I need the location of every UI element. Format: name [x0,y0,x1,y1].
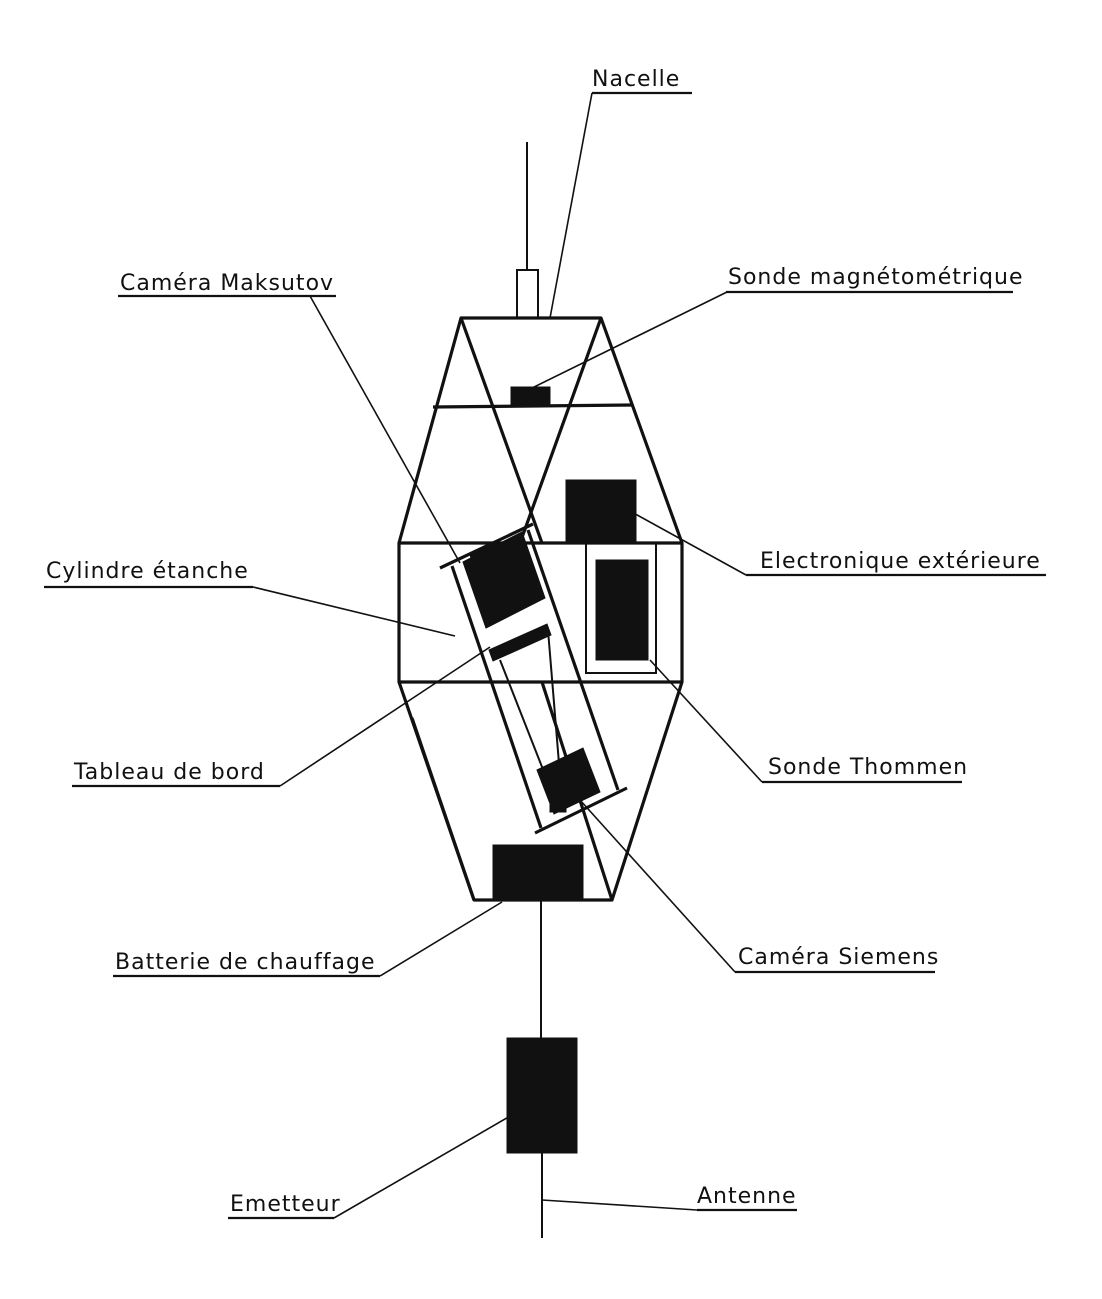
batterie-de-chauffage-block [492,844,584,901]
label-sonde-magnetometrique: Sonde magnétométrique [726,265,1024,294]
label-sonde-thommen: Sonde Thommen [762,755,968,784]
label-nacelle-text: Nacelle [592,67,680,92]
label-electronique-exterieure-text: Electronique extérieure [760,549,1041,574]
emetteur-block [506,1037,578,1154]
top-mast [516,142,539,319]
label-camera-siemens: Caméra Siemens [735,945,939,974]
label-cylindre-etanche-text: Cylindre étanche [46,559,249,584]
label-camera-maksutov: Caméra Maksutov [118,271,336,298]
label-camera-siemens-text: Caméra Siemens [738,945,939,970]
label-emetteur: Emetteur [228,1192,341,1220]
label-batterie-de-chauffage-text: Batterie de chauffage [115,950,375,975]
sonde-thommen-block [585,542,657,674]
label-sonde-thommen-text: Sonde Thommen [768,755,968,780]
cylindre-etanche [439,522,628,835]
label-electronique-exterieure: Electronique extérieure [746,549,1046,577]
label-antenne: Antenne [697,1184,797,1212]
label-emetteur-text: Emetteur [230,1192,341,1217]
label-camera-maksutov-text: Caméra Maksutov [120,271,334,296]
label-batterie-de-chauffage: Batterie de chauffage [113,950,380,978]
label-tableau-de-bord: Tableau de bord [72,760,280,788]
label-antenne-text: Antenne [697,1184,797,1209]
label-sonde-magnetometrique-text: Sonde magnétométrique [728,265,1024,290]
electronique-exterieure-block [565,479,637,544]
sonde-magnetometrique-block [510,386,551,406]
label-nacelle: Nacelle [592,67,692,95]
leader-lines [252,92,763,1219]
label-cylindre-etanche: Cylindre étanche [44,559,253,589]
lower-mast [540,900,543,1238]
label-tableau-de-bord-text: Tableau de bord [73,760,265,785]
